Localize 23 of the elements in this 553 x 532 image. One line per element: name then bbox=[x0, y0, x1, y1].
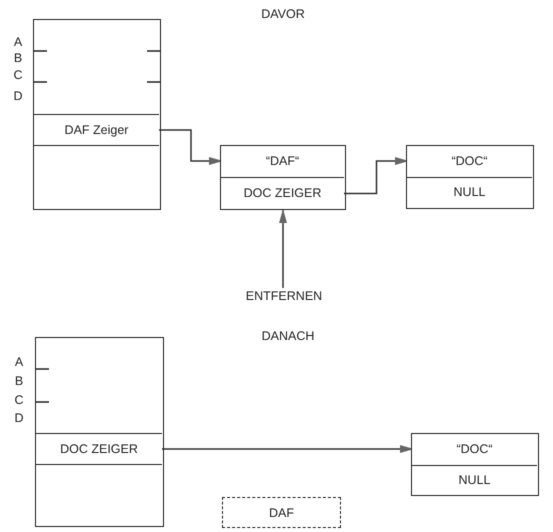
row-letter: A bbox=[14, 355, 24, 369]
directory-box bbox=[33, 19, 161, 210]
heading: DAVOR bbox=[261, 7, 305, 21]
row-letter: D bbox=[14, 411, 24, 425]
arrow bbox=[162, 445, 414, 453]
row-letter: C bbox=[13, 68, 23, 82]
record-box bbox=[406, 145, 534, 209]
record-box bbox=[411, 433, 539, 496]
remove-label: ENTFERNEN bbox=[244, 287, 324, 305]
removed-record-box: DAF bbox=[222, 497, 341, 528]
pointer-field: DAF Zeiger bbox=[34, 114, 159, 146]
arrow bbox=[159, 129, 223, 165]
pointer-field: DOC ZEIGER bbox=[36, 432, 162, 464]
arrow bbox=[344, 157, 409, 194]
heading: DANACH bbox=[262, 329, 314, 343]
record-box bbox=[220, 145, 346, 210]
row-letter: D bbox=[13, 89, 23, 103]
row-letter: A bbox=[14, 35, 22, 49]
row-letter: C bbox=[14, 393, 24, 407]
row-letter: B bbox=[14, 374, 24, 388]
row-letter: B bbox=[14, 51, 22, 65]
directory-box bbox=[35, 337, 164, 527]
arrow bbox=[279, 209, 287, 288]
